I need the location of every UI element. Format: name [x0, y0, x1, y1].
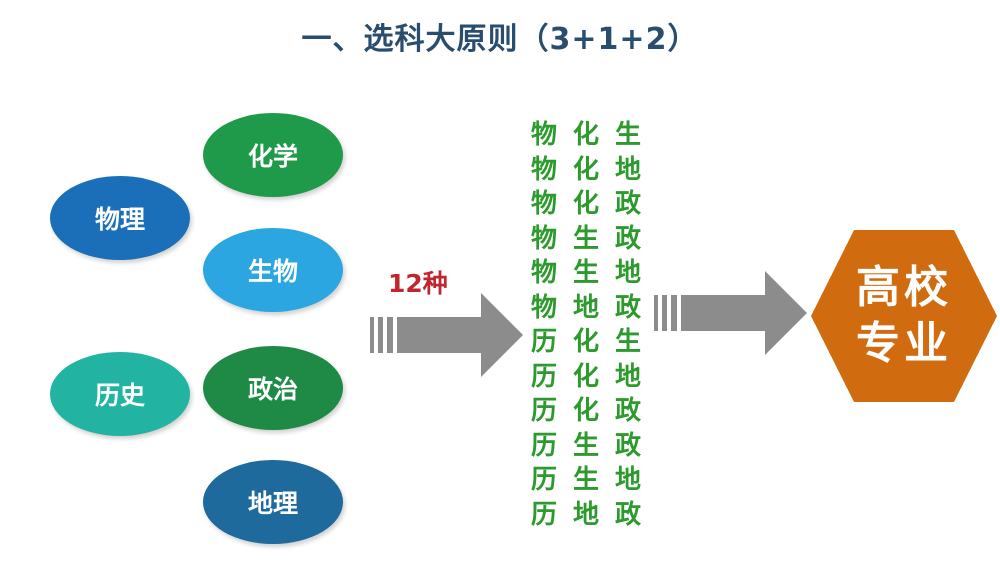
- subject-label: 地理: [247, 489, 298, 518]
- list-item: 物化地: [530, 154, 641, 185]
- subject-geography: 地理: [203, 460, 343, 544]
- subject-label: 生物: [247, 257, 298, 286]
- list-item: 物化政: [530, 189, 641, 219]
- target-label-line1: 高校: [856, 262, 952, 313]
- subject-history: 历史: [50, 352, 190, 436]
- target-hexagon: [811, 230, 997, 402]
- list-item: 物生地: [530, 258, 641, 288]
- combination-list: 物化生 物化地 物化政 物生政 物生地 物地政 历化生 历化地 历化政 历生政 …: [526, 118, 646, 532]
- list-item: 物化生: [530, 120, 641, 150]
- arrow-right-icon: [370, 293, 523, 377]
- target-label: 高校 专业: [809, 228, 999, 404]
- subject-label: 政治: [247, 375, 298, 404]
- combination-count-label: 12种: [388, 269, 448, 298]
- list-item: 历化政: [530, 396, 641, 426]
- subject-label: 历史: [94, 381, 145, 410]
- target-label-line2: 专业: [856, 318, 952, 369]
- subject-physics: 物理: [50, 176, 190, 260]
- subject-chemistry: 化学: [203, 113, 343, 197]
- subject-politics: 政治: [203, 346, 343, 430]
- subject-label: 物理: [94, 205, 145, 234]
- list-item: 物生政: [530, 223, 641, 254]
- subject-biology: 生物: [203, 228, 343, 312]
- list-item: 历化生: [530, 327, 641, 357]
- list-item: 物地政: [530, 292, 641, 323]
- list-item: 历生政: [530, 430, 641, 461]
- list-item: 历化地: [530, 361, 641, 392]
- list-item: 历地政: [530, 499, 641, 530]
- list-item: 历生地: [530, 465, 641, 495]
- subject-label: 化学: [247, 142, 298, 171]
- page-title: 一、选科大原则（3+1+2）: [301, 22, 699, 57]
- arrow-right-icon: [654, 271, 807, 355]
